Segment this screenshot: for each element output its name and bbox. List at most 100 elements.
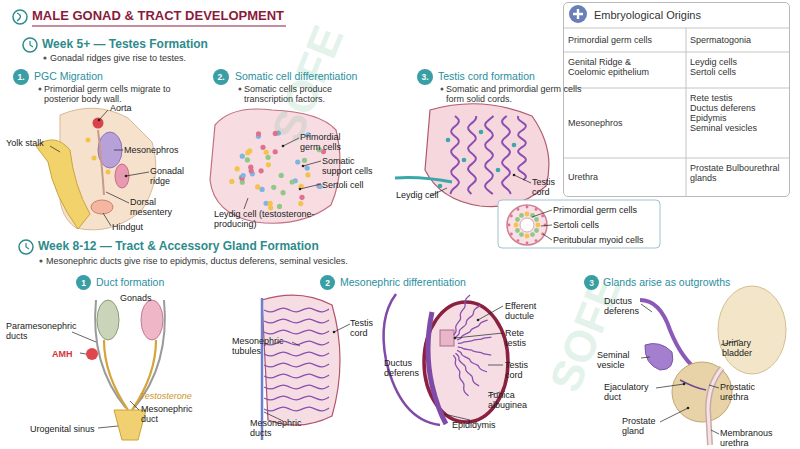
watermark: SOFE — [540, 269, 631, 399]
leader-line — [80, 353, 86, 354]
leader-line — [543, 234, 552, 240]
plus-icon — [573, 9, 583, 19]
cell-dot — [279, 173, 284, 178]
leader-line — [709, 385, 719, 388]
step-number-circle: 2 — [320, 275, 335, 290]
testis-cord-line — [468, 116, 476, 194]
inset-box — [520, 218, 534, 232]
leader-dot — [333, 331, 336, 334]
embryo-section — [91, 200, 113, 214]
table-cell: Genital Ridge & Coelomic epithelium — [568, 57, 668, 77]
leader-line — [656, 384, 684, 388]
inset-cell — [526, 206, 529, 209]
part-label: Prostate gland — [622, 416, 667, 436]
step-description: Somatic and primordial germ cells form s… — [446, 84, 596, 104]
inset-cell — [530, 232, 535, 237]
step-description: Primordial germ cells migrate to posteri… — [44, 84, 194, 104]
part-label: Testis cord — [505, 360, 545, 380]
inset-cell — [517, 239, 520, 242]
tubule-line — [458, 347, 491, 355]
page-title: MALE GONAD & TRACT DEVELOPMENT — [32, 9, 284, 24]
table-cell: Prostate Bulbourethral glands — [690, 163, 786, 183]
mesonephric-drawing — [440, 330, 454, 346]
cell-dot — [264, 150, 269, 155]
tubule-line — [457, 350, 487, 371]
step-heading: Testis cord formation — [438, 71, 588, 83]
leader-line — [114, 150, 123, 151]
leydig-dot — [446, 138, 451, 143]
leader-line — [478, 306, 503, 320]
leader-dot — [687, 407, 690, 410]
leader-line — [641, 357, 650, 358]
inset-cell — [526, 242, 529, 245]
leader-line — [126, 172, 149, 176]
testis-cord-line — [485, 116, 493, 194]
clock-icon — [19, 240, 33, 254]
table-cell: Rete testis Ductus deferens Epidymis Sem… — [690, 93, 760, 133]
leader-dot — [302, 165, 305, 168]
part-label: Leydig cell — [396, 190, 446, 200]
embryo-section — [106, 170, 111, 175]
testis-shape — [395, 104, 549, 207]
cell-dot — [299, 195, 304, 200]
testis-shape — [425, 104, 549, 207]
cell-dot — [305, 172, 310, 177]
step-number: 3. — [421, 72, 428, 82]
tubule-line — [264, 330, 329, 334]
part-label: Testis cord — [532, 177, 568, 197]
cell-dot — [247, 148, 252, 153]
leydig-dot — [512, 143, 517, 148]
table-cell: Leydig cells Sertoli cells — [690, 57, 752, 77]
testis-cord-line — [450, 116, 458, 194]
inset-box — [507, 205, 547, 245]
part-label: Dorsal mesentery — [130, 197, 180, 217]
cell-dot — [277, 204, 282, 209]
part-label: Gonads — [120, 293, 160, 303]
cell-dot — [256, 131, 261, 136]
embryo-section — [92, 156, 97, 161]
cell-dot — [273, 149, 278, 154]
part-label: Primordial germ cells — [553, 205, 658, 215]
embryo-section — [98, 130, 104, 195]
duct-drawing — [86, 348, 98, 360]
title-icon — [13, 10, 27, 24]
plus-icon — [569, 5, 587, 23]
leader-line — [334, 324, 350, 332]
embryo-section — [36, 140, 90, 229]
leader-line — [532, 210, 552, 217]
part-label: Aorta — [110, 103, 150, 113]
leydig-dot — [438, 184, 443, 189]
leader-line — [541, 225, 552, 226]
table-heading: Embryological Origins — [594, 9, 701, 21]
cell-dot — [290, 179, 295, 184]
inset-cells — [508, 206, 547, 245]
bullet-dot — [239, 88, 242, 91]
leader-line — [72, 332, 96, 342]
part-label: Ductus deferens — [384, 358, 424, 378]
table-grid — [563, 158, 790, 159]
tubule-line — [264, 308, 329, 312]
part-label: Mesonephric tubules — [232, 336, 292, 356]
table-grid — [686, 28, 687, 196]
cell-dot — [240, 154, 245, 159]
leader-dot — [513, 174, 516, 177]
table-cell: Spermatogonia — [690, 35, 785, 45]
leader-line — [50, 146, 60, 152]
gland-drawing — [640, 286, 786, 445]
tubule-line — [454, 295, 470, 335]
gland-drawing — [718, 286, 786, 374]
tubule-line — [264, 363, 329, 367]
embryo-section — [86, 138, 91, 143]
leader-dot — [683, 383, 686, 386]
section-note: Mesonephric ducts give rise to epidymis,… — [46, 256, 466, 266]
leader-line — [244, 198, 248, 209]
tubule-line — [458, 337, 492, 343]
cell-dot — [298, 201, 303, 206]
clock-icon — [26, 243, 29, 249]
tubule-line — [264, 385, 329, 389]
step-number: 2 — [325, 278, 330, 288]
leader-dot — [477, 319, 480, 322]
part-label: Paramesonephric ducts — [6, 321, 74, 341]
table-cell: Primordial germ cells — [568, 35, 680, 45]
step-number: 1. — [17, 72, 24, 82]
